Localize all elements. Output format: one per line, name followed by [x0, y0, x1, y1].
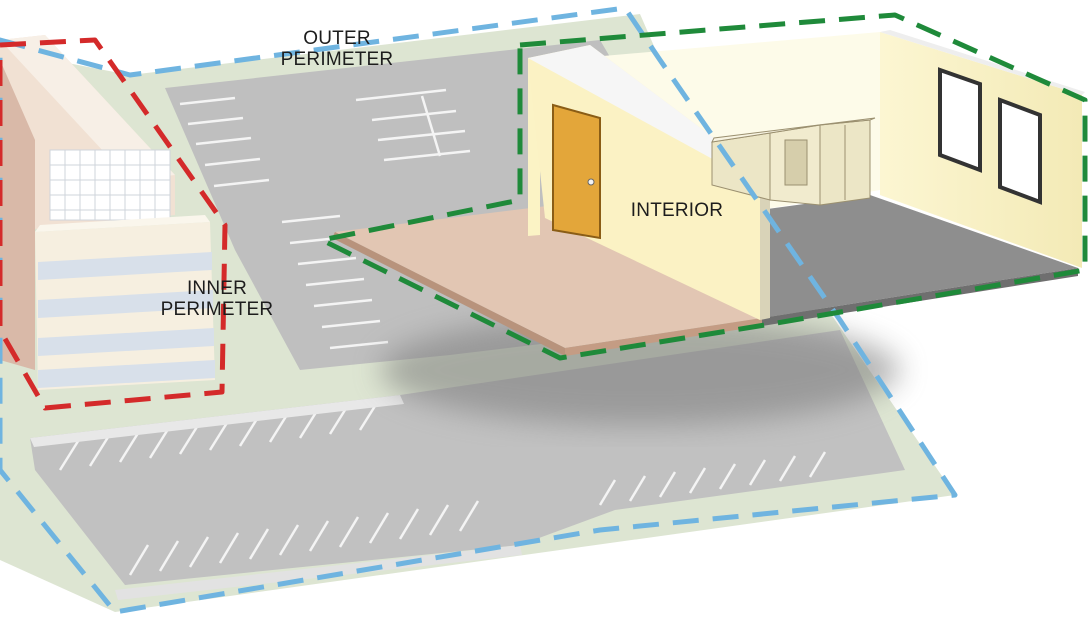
inner-perimeter-label: INNER PERIMETER [142, 278, 292, 320]
inner-perimeter-line [0, 37, 228, 411]
outer-perimeter-line [0, 5, 958, 615]
inner-perimeter-label-line2: PERIMETER [160, 299, 274, 320]
outer-perimeter-label-line1: OUTER [303, 28, 371, 49]
sidewalk-lower [30, 395, 404, 447]
interior-room [332, 30, 1085, 356]
equipment-cabinets [711, 117, 876, 206]
inner-perimeter-label-line1: INNER [186, 278, 248, 299]
door [552, 103, 601, 240]
interior-label: INTERIOR [612, 200, 742, 221]
office-building [0, 35, 215, 390]
outer-perimeter-label-line2: PERIMETER [280, 49, 394, 70]
outer-perimeter-label: OUTER PERIMETER [262, 28, 412, 70]
interior-boundary-line [319, 12, 1088, 361]
window-1 [938, 67, 982, 173]
parking-stripes-upper [179, 88, 471, 350]
window-2 [998, 97, 1042, 205]
room-shadow [380, 315, 900, 425]
interior-label-text: INTERIOR [630, 200, 724, 221]
